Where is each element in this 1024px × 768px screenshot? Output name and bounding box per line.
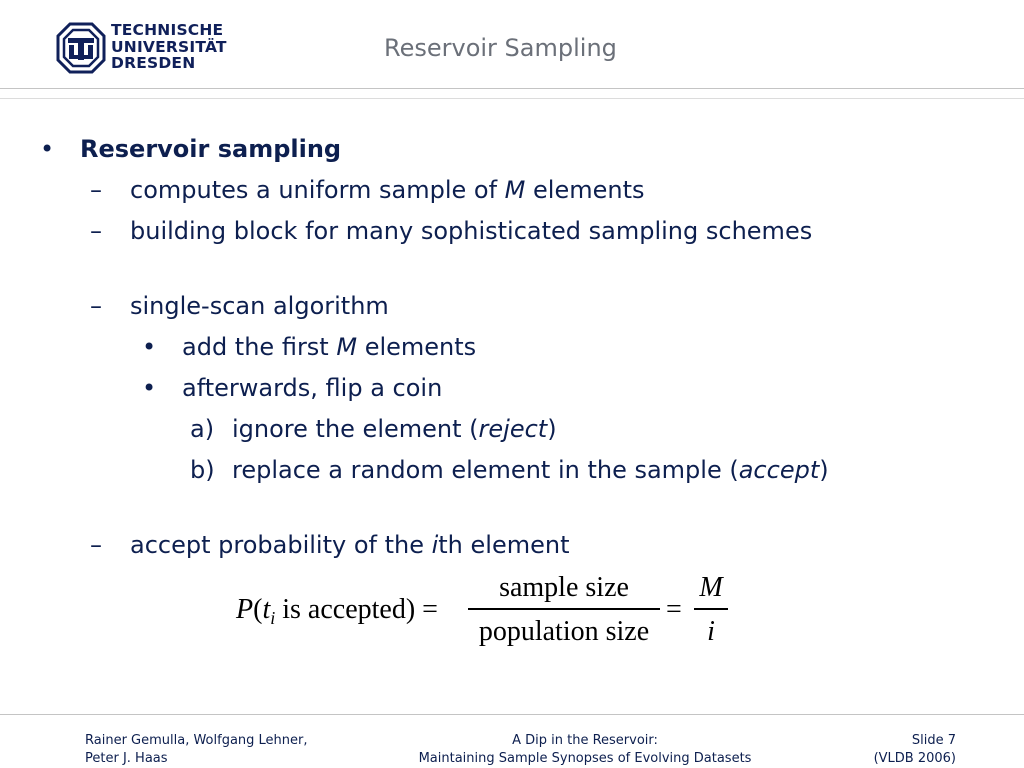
sub-bullet-building-block: building block for many sophisticated sa… [130, 217, 813, 245]
main-bullet: Reservoir sampling [80, 135, 342, 163]
tu-dresden-logo-icon [56, 22, 106, 74]
footer-slide-number: Slide 7 [911, 733, 956, 748]
footer-talk-title: A Dip in the Reservoir: Maintaining Samp… [380, 732, 790, 768]
option-a-text: ignore the element (reject) [232, 414, 557, 444]
fraction-denominator-i: i [707, 616, 715, 647]
dash-marker: – [90, 217, 102, 245]
item-add-first-elements-tail: elements [357, 333, 477, 361]
formula-open-paren: ( [253, 594, 263, 625]
dash-marker: – [90, 531, 102, 559]
dash-marker: – [90, 176, 102, 204]
footer-talk-line-2: Maintaining Sample Synopses of Evolving … [418, 751, 752, 766]
bullet-marker: • [142, 333, 157, 361]
formula-t: t [262, 594, 271, 625]
fraction-denominator: population size [478, 616, 650, 647]
footer-authors-line-2: Peter J. Haas [85, 751, 168, 766]
university-line-2: UNIVERSITÄT [111, 37, 227, 56]
option-b-text: replace a random element in the sample (… [232, 455, 829, 485]
option-a-post: ) [547, 415, 557, 443]
footer-slide-info: Slide 7 (VLDB 2006) [874, 732, 956, 768]
footer-authors-line-1: Rainer Gemulla, Wolfgang Lehner, [85, 733, 308, 748]
option-a-pre: ignore the element ( [232, 415, 479, 443]
sub-bullet-single-scan: single-scan algorithm [130, 292, 389, 320]
header-divider [0, 88, 1024, 89]
option-b-pre: replace a random element in the sample ( [232, 456, 739, 484]
formula-equals: = [666, 594, 682, 625]
fraction-bar [694, 608, 728, 610]
fraction-bar [468, 608, 660, 610]
formula-p: P [236, 594, 254, 625]
header-divider-secondary [0, 98, 1024, 99]
option-b-emphasis: accept [738, 456, 820, 484]
accept-probability-text: accept probability of the [130, 531, 432, 559]
option-b-label: b) [190, 456, 215, 484]
variable-m: M [336, 333, 358, 361]
accept-probability-tail: th element [438, 531, 570, 559]
sub-bullet-uniform-sample-text: computes a uniform sample of [130, 176, 505, 204]
footer-talk-line-1: A Dip in the Reservoir: [512, 733, 658, 748]
formula-lhs: P(ti is accepted) = [236, 594, 438, 628]
variable-i: i [431, 531, 439, 559]
university-line-3: DRESDEN [111, 54, 196, 72]
fraction-numerator-m: M [699, 572, 723, 603]
university-name: TECHNISCHE UNIVERSITÄT DRESDEN [111, 22, 227, 72]
dash-marker: – [90, 292, 102, 320]
option-a-emphasis: reject [478, 415, 548, 443]
option-b-post: ) [819, 456, 829, 484]
item-add-first-elements: add the first M elements [182, 332, 476, 362]
bullet-marker: • [142, 374, 157, 402]
footer-authors: Rainer Gemulla, Wolfgang Lehner, Peter J… [85, 732, 308, 768]
bullet-marker: • [40, 135, 55, 163]
sub-bullet-uniform-sample-tail: elements [525, 176, 645, 204]
sub-bullet-accept-probability: accept probability of the ith element [130, 530, 569, 560]
item-add-first-elements-text: add the first [182, 333, 337, 361]
item-flip-coin: afterwards, flip a coin [182, 374, 443, 402]
formula-subscript-i: i [270, 608, 276, 628]
option-a-label: a) [190, 415, 215, 443]
sub-bullet-uniform-sample: computes a uniform sample of M elements [130, 175, 645, 205]
slide-title: Reservoir Sampling [384, 34, 617, 62]
university-line-1: TECHNISCHE [111, 21, 224, 39]
fraction-numerator: sample size [499, 572, 629, 603]
footer-venue: (VLDB 2006) [873, 751, 956, 766]
variable-m: M [504, 176, 526, 204]
footer-divider [0, 714, 1024, 715]
formula-is-accepted: is accepted) = [275, 594, 438, 625]
